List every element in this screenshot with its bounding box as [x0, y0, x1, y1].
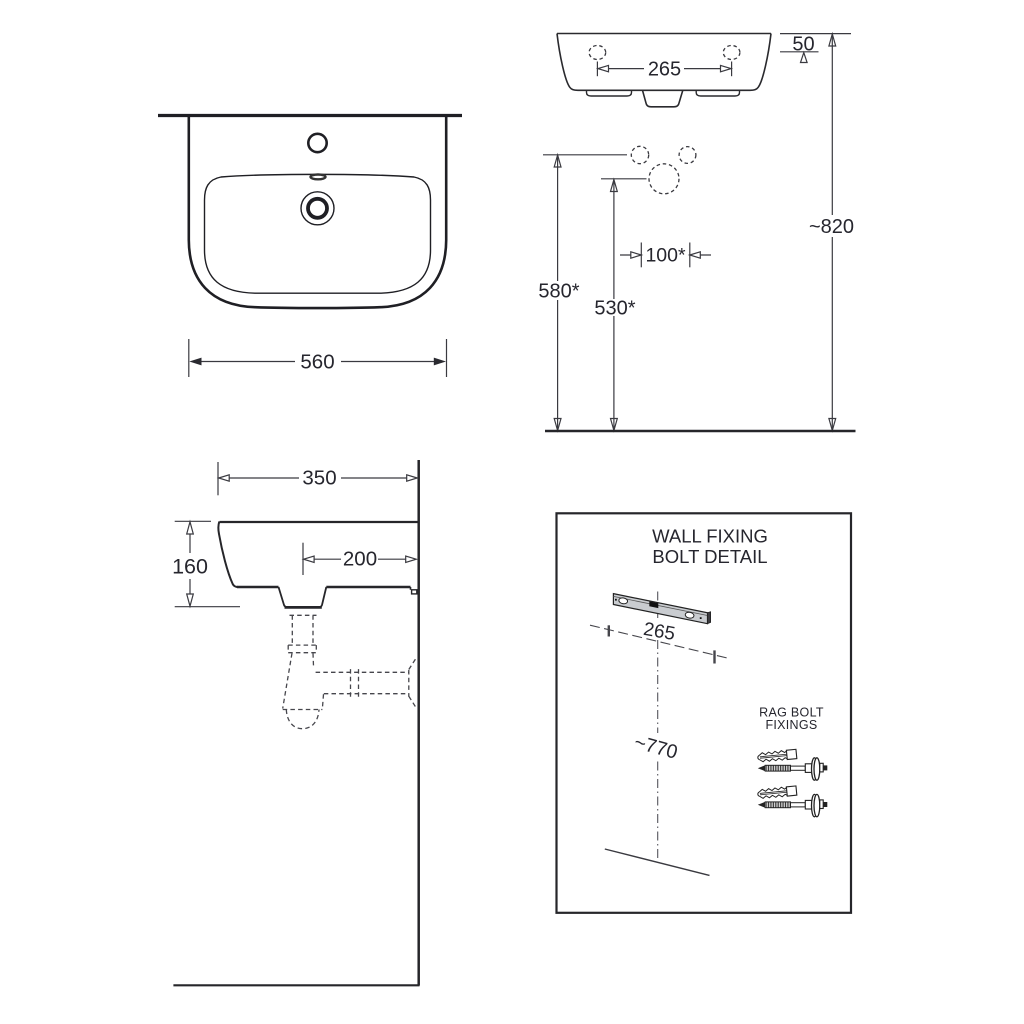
svg-text:350: 350 — [302, 467, 336, 490]
svg-text:530*: 530* — [594, 298, 635, 320]
svg-text:100*: 100* — [645, 245, 686, 267]
svg-text:RAG BOLT: RAG BOLT — [759, 706, 824, 720]
svg-text:WALL FIXING: WALL FIXING — [652, 526, 768, 547]
svg-text:160: 160 — [172, 555, 208, 579]
svg-text:265: 265 — [648, 59, 681, 81]
svg-text:~770: ~770 — [632, 731, 680, 764]
svg-text:580*: 580* — [538, 281, 579, 303]
svg-text:BOLT DETAIL: BOLT DETAIL — [652, 546, 767, 567]
svg-text:~820: ~820 — [809, 216, 854, 238]
svg-text:560: 560 — [300, 351, 334, 374]
svg-text:50: 50 — [792, 34, 814, 56]
svg-text:200: 200 — [343, 548, 377, 571]
svg-text:265: 265 — [642, 619, 677, 645]
svg-text:FIXINGS: FIXINGS — [765, 718, 817, 732]
